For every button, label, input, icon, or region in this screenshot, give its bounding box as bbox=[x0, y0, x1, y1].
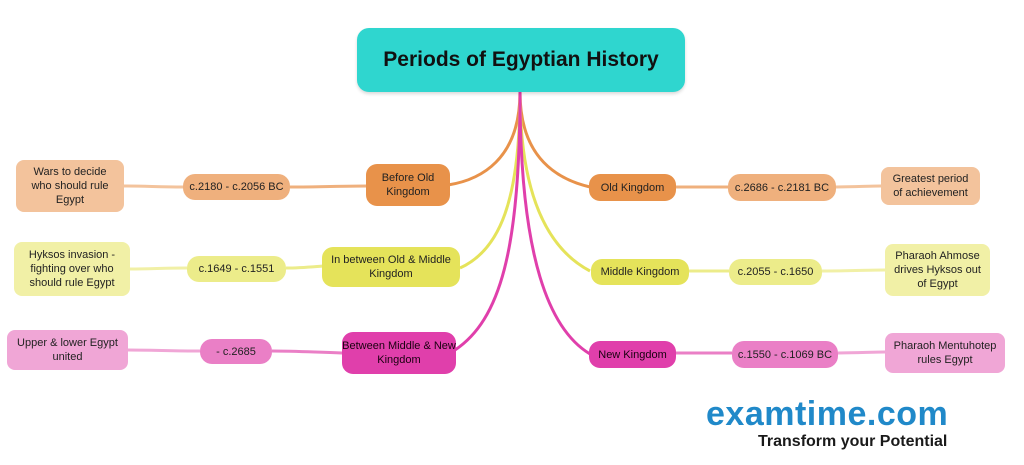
note-ahmose: Pharaoh Ahmose drives Hyksos out of Egyp… bbox=[885, 244, 990, 296]
link-title-between-middle-new bbox=[454, 91, 522, 352]
link-title-before-old-kingdom bbox=[447, 91, 522, 187]
period-new-kingdom: New Kingdom bbox=[589, 341, 676, 368]
period-middle-kingdom: Middle Kingdom bbox=[591, 259, 689, 285]
examtime-logo: examtime.com bbox=[706, 395, 949, 433]
note-greatest-achievement: Greatest period of achievement bbox=[881, 167, 980, 205]
note-mentuhotep: Pharaoh Mentuhotep rules Egypt bbox=[885, 333, 1005, 373]
link-date-wars-note bbox=[123, 184, 184, 189]
link-date-ahmose-note bbox=[821, 268, 886, 273]
diagram-title: Periods of Egyptian History bbox=[357, 28, 685, 92]
date-before-old-kingdom: c.2180 - c.2056 BC bbox=[183, 174, 290, 200]
date-old-kingdom: c.2686 - c.2181 BC bbox=[728, 174, 836, 201]
link-date-upper-lower-note bbox=[127, 348, 201, 353]
date-new-kingdom: c.1550 - c.1069 BC bbox=[732, 341, 838, 368]
period-old-kingdom: Old Kingdom bbox=[589, 174, 676, 201]
link-between-mn-date bbox=[271, 349, 343, 355]
logo-tagline: Transform your Potential bbox=[758, 433, 948, 450]
link-date-mentuhotep-note bbox=[837, 350, 886, 355]
link-in-between-date bbox=[285, 264, 324, 270]
link-before-old-date bbox=[289, 184, 369, 189]
note-upper-lower-egypt: Upper & lower Egypt united bbox=[7, 330, 128, 370]
link-title-middle-kingdom bbox=[518, 91, 591, 273]
link-date-hyksos-note bbox=[129, 266, 188, 271]
period-before-old-kingdom: Before Old Kingdom bbox=[366, 164, 450, 206]
link-title-old-kingdom bbox=[518, 91, 591, 189]
date-in-between-old-middle: c.1649 - c.1551 bbox=[187, 256, 286, 282]
note-wars: Wars to decide who should rule Egypt bbox=[16, 160, 124, 212]
link-date-achievement-note bbox=[835, 184, 882, 189]
link-title-new-kingdom bbox=[518, 91, 591, 356]
period-in-between-old-middle: In between Old & Middle Kingdom bbox=[322, 247, 460, 287]
date-between-middle-new: - c.2685 bbox=[200, 339, 272, 364]
date-middle-kingdom: c.2055 - c.1650 bbox=[729, 259, 822, 285]
period-between-middle-new: Between Middle & New Kingdom bbox=[342, 332, 456, 374]
note-hyksos-invasion: Hyksos invasion - fighting over who shou… bbox=[14, 242, 130, 296]
